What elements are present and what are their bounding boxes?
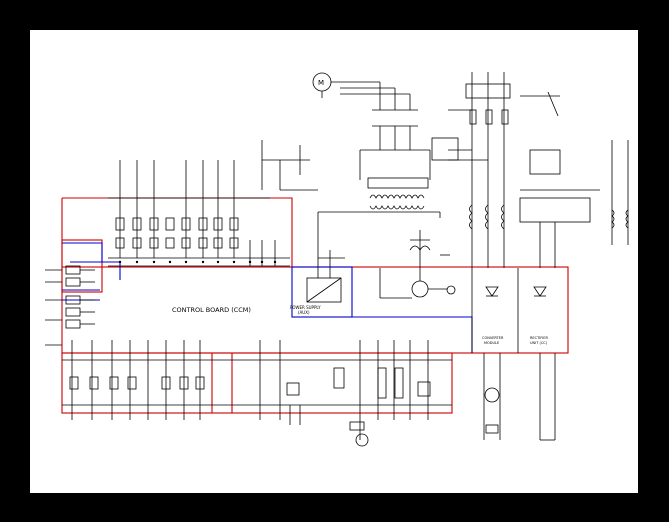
output-motor-circuit — [483, 353, 556, 441]
rectifier-label-2: UNIT (CC) — [530, 341, 548, 345]
bottom-terminal-components — [62, 340, 452, 447]
drawing-sheet — [30, 30, 638, 493]
wiring-diagram: CONTROL BOARD (CCM) POWER SUPPLY (AUX) M… — [45, 72, 629, 447]
internal-fan — [379, 230, 456, 299]
input-terminals-left — [45, 265, 95, 346]
converter-label: CONVERTER — [482, 336, 504, 340]
right-transformer — [519, 91, 629, 268]
main-power-input — [431, 72, 511, 268]
relay-bank-top — [108, 160, 290, 267]
fan-motor-circuit — [312, 72, 418, 150]
power-supply-label-aux: (AUX) — [298, 310, 310, 315]
converter-label-2: MODULE — [484, 341, 499, 345]
power-supply-module — [306, 240, 345, 303]
power-supply-label: POWER SUPPLY — [290, 305, 321, 310]
motor-symbol-label: M — [318, 79, 324, 87]
converter-module — [471, 268, 547, 353]
rectifier-label: RECTIFIER — [530, 336, 549, 340]
transformer-block — [261, 140, 441, 240]
control-board-label: CONTROL BOARD (CCM) — [172, 306, 251, 314]
